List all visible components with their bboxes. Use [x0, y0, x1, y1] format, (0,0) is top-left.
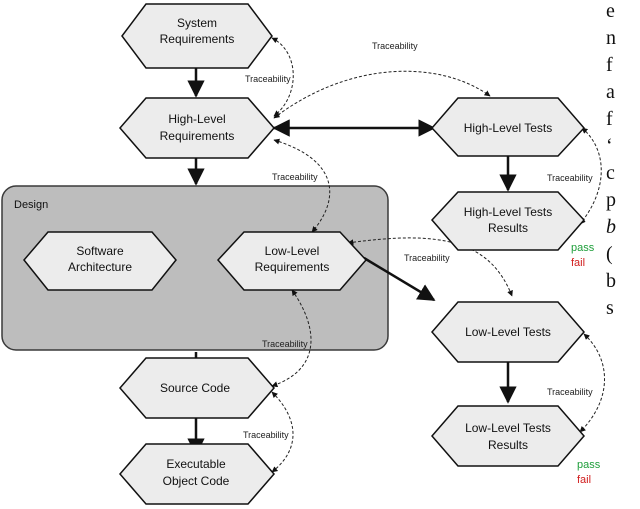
svg-text:Results: Results	[488, 221, 528, 235]
hexagon-shape	[121, 3, 273, 69]
node-label-line: High-Level	[168, 112, 225, 126]
side-text-line: c	[606, 162, 615, 184]
pass-label: pass	[571, 242, 595, 254]
traceability-label: Traceability	[262, 339, 308, 349]
hexagon-shape	[430, 97, 586, 157]
svg-text:Low-Level Tests: Low-Level Tests	[465, 325, 551, 339]
node-system-requirements: System Requirements	[121, 3, 273, 69]
svg-text:Architecture: Architecture	[68, 260, 132, 274]
svg-text:Object Code: Object Code	[163, 474, 230, 488]
side-text-line: b	[606, 216, 616, 238]
traceability-label: Traceability	[245, 74, 291, 84]
design-group-label: Design	[14, 199, 48, 211]
node-label-line: Results	[488, 221, 528, 235]
traceability-label: Traceability	[372, 41, 418, 51]
svg-text:Source Code: Source Code	[160, 381, 230, 395]
svg-text:Requirements: Requirements	[255, 260, 330, 274]
svg-text:Low-Level Tests: Low-Level Tests	[465, 421, 551, 435]
svg-text:High-Level: High-Level	[168, 112, 225, 126]
trace-ll-tests-results	[579, 333, 605, 433]
fail-label: fail	[577, 474, 591, 486]
svg-text:Software: Software	[76, 244, 124, 258]
trace-hlr-llr	[273, 138, 331, 233]
node-label-line: Requirements	[160, 129, 235, 143]
traceability-label: Traceability	[547, 387, 593, 397]
traceability-connectors	[271, 37, 605, 473]
side-text-line: p	[606, 189, 616, 211]
node-label-line: Source Code	[160, 381, 230, 395]
node-software-architecture: Software Architecture	[23, 231, 177, 291]
svg-text:High-Level Tests: High-Level Tests	[464, 205, 553, 219]
hexagon-shape	[216, 231, 368, 291]
node-label-line: Low-Level Tests	[465, 325, 551, 339]
svg-text:System: System	[177, 16, 217, 30]
trace-hlr-hl-tests	[273, 70, 491, 119]
node-label-line: Architecture	[68, 260, 132, 274]
trace-source-executable	[271, 391, 294, 473]
svg-text:Low-Level: Low-Level	[265, 244, 320, 258]
hexagon-shape	[119, 97, 275, 159]
node-label-line: Low-Level Tests	[465, 421, 551, 435]
svg-text:Executable: Executable	[166, 457, 226, 471]
node-label-line: Results	[488, 438, 528, 452]
side-text-line: (	[606, 243, 613, 265]
side-text-line: n	[606, 27, 616, 49]
fail-label: fail	[571, 257, 585, 269]
node-label-line: High-Level Tests	[464, 205, 553, 219]
side-text-line: b	[606, 270, 616, 292]
hexagon-shape	[119, 443, 275, 505]
node-high-level-requirements: High-Level Requirements	[119, 97, 275, 159]
node-label-line: Requirements	[160, 32, 235, 46]
hexagon-shape	[431, 301, 585, 363]
traceability-label: Traceability	[547, 173, 593, 183]
node-low-level-tests: Low-Level Tests	[431, 301, 585, 363]
side-text-line: e	[606, 0, 615, 22]
node-label-line: High-Level Tests	[464, 121, 553, 135]
node-label-line: Executable	[166, 457, 226, 471]
traceability-label: Traceability	[272, 172, 318, 182]
traceability-label: Traceability	[243, 430, 289, 440]
node-label-line: System	[177, 16, 217, 30]
svg-text:Requirements: Requirements	[160, 32, 235, 46]
svg-text:Requirements: Requirements	[160, 129, 235, 143]
node-low-level-requirements: Low-Level Requirements	[216, 231, 368, 291]
node-low-level-tests-results: Low-Level Tests Results	[431, 405, 585, 467]
svg-text:High-Level Tests: High-Level Tests	[464, 121, 553, 135]
node-executable-object-code: Executable Object Code	[119, 443, 275, 505]
side-text-line: s	[606, 297, 614, 319]
side-text-line: a	[606, 81, 615, 103]
node-high-level-tests-results: High-Level Tests Results	[430, 191, 586, 251]
hexagon-shape	[430, 191, 586, 251]
trace-llr-ll-tests	[347, 237, 513, 297]
pass-label: pass	[577, 459, 601, 471]
hexagon-shape	[23, 231, 177, 291]
trace-hl-tests-results	[579, 127, 602, 225]
traceability-label: Traceability	[404, 253, 450, 263]
node-source-code: Source Code	[119, 357, 275, 419]
side-text-line: f	[606, 54, 613, 76]
hexagon-shape	[119, 357, 275, 419]
node-label-line: Object Code	[163, 474, 230, 488]
node-label-line: Low-Level	[265, 244, 320, 258]
side-text-line: f	[606, 108, 613, 130]
svg-text:Results: Results	[488, 438, 528, 452]
hexagon-shape	[431, 405, 585, 467]
trace-llr-source	[271, 289, 312, 388]
node-label-line: Requirements	[255, 260, 330, 274]
node-label-line: Software	[76, 244, 124, 258]
side-text-line: ‘	[606, 135, 613, 157]
node-high-level-tests: High-Level Tests	[430, 97, 586, 157]
